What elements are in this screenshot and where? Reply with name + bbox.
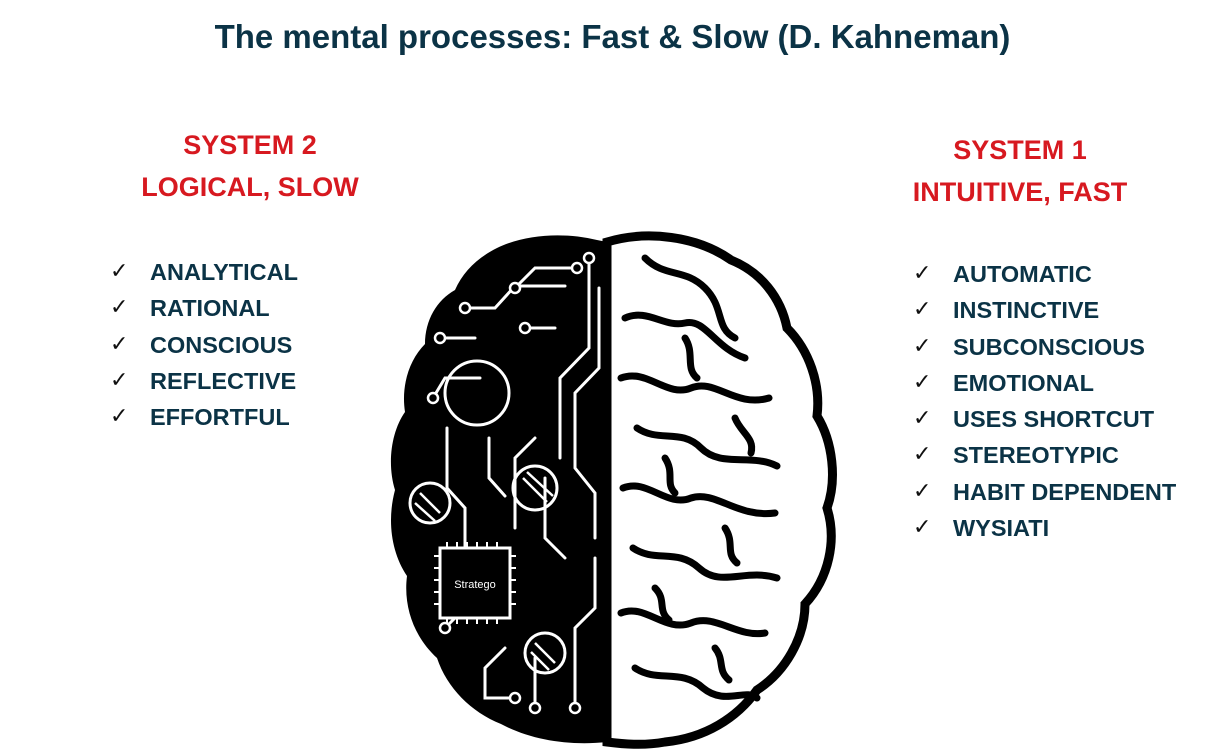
trait-label: STEREOTYPIC	[953, 442, 1119, 469]
trait-item: ✓ CONSCIOUS	[110, 327, 298, 363]
trait-label: SUBCONSCIOUS	[953, 333, 1145, 360]
trait-label: ANALYTICAL	[150, 259, 298, 285]
page-title: The mental processes: Fast & Slow (D. Ka…	[214, 18, 1011, 55]
system1-heading: SYSTEM 1 INTUITIVE, FAST	[880, 129, 1160, 213]
system1-title: SYSTEM 1	[953, 135, 1087, 165]
check-icon: ✓	[110, 404, 129, 430]
trait-label: REFLECTIVE	[150, 367, 297, 394]
check-icon: ✓	[913, 442, 932, 468]
trait-label: WYSIATI	[953, 515, 1050, 542]
trait-item: ✓ ANALYTICAL	[110, 254, 298, 290]
trait-item: ✓ AUTOMATIC	[913, 256, 1176, 292]
check-icon: ✓	[913, 515, 932, 541]
check-icon: ✓	[913, 406, 932, 432]
circuit-brain-half-icon: Stratego	[390, 235, 607, 744]
check-icon: ✓	[913, 261, 932, 286]
check-icon: ✓	[110, 259, 129, 284]
system2-title: SYSTEM 2	[183, 130, 317, 160]
trait-item: ✓ USES SHORTCUT	[913, 401, 1176, 437]
trait-item: ✓ EFFORTFUL	[110, 399, 298, 435]
trait-item: ✓ STEREOTYPIC	[913, 437, 1176, 473]
trait-label: HABIT DEPENDENT	[953, 478, 1177, 505]
trait-label: CONSCIOUS	[150, 331, 293, 358]
trait-item: ✓ WYSIATI	[913, 510, 1176, 546]
brain-illustration: Stratego	[390, 231, 837, 749]
system1-trait-list: ✓ AUTOMATIC ✓ INSTINCTIVE ✓ SUBCONSCIOUS ✓ E…	[913, 256, 1176, 546]
check-icon: ✓	[110, 331, 129, 357]
trait-item: ✓ SUBCONSCIOUS	[913, 329, 1176, 365]
check-icon: ✓	[913, 369, 932, 395]
system2-trait-list: ✓ ANALYTICAL ✓ RATIONAL ✓ CONSCIOUS ✓ REFLEC…	[110, 254, 298, 435]
trait-item: ✓ EMOTIONAL	[913, 365, 1176, 401]
trait-item: ✓ INSTINCTIVE	[913, 292, 1176, 328]
trait-label: AUTOMATIC	[953, 261, 1092, 287]
check-icon: ✓	[913, 297, 932, 323]
system2-subtitle: LOGICAL, SLOW	[141, 172, 359, 202]
chip-label: Stratego	[454, 579, 496, 591]
trait-label: EMOTIONAL	[953, 369, 1094, 396]
trait-label: INSTINCTIVE	[953, 297, 1100, 324]
trait-item: ✓ RATIONAL	[110, 290, 298, 326]
system1-subtitle: INTUITIVE, FAST	[912, 177, 1128, 207]
trait-label: USES SHORTCUT	[953, 406, 1155, 433]
trait-item: ✓ REFLECTIVE	[110, 363, 298, 399]
system2-heading: SYSTEM 2 LOGICAL, SLOW	[110, 124, 390, 208]
check-icon: ✓	[913, 333, 932, 359]
organic-brain-half-icon	[602, 231, 837, 749]
trait-label: EFFORTFUL	[150, 404, 290, 431]
check-icon: ✓	[110, 367, 129, 393]
check-icon: ✓	[110, 295, 129, 321]
check-icon: ✓	[913, 478, 932, 504]
trait-label: RATIONAL	[150, 295, 270, 322]
trait-item: ✓ HABIT DEPENDENT	[913, 474, 1176, 510]
